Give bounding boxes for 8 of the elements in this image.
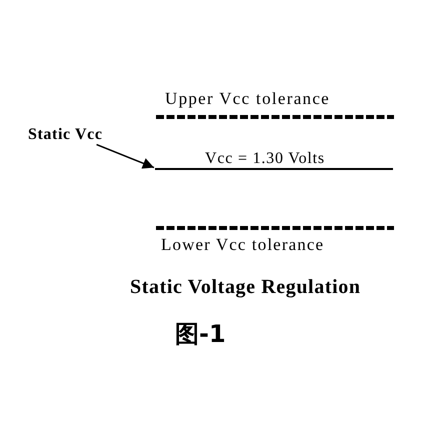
tolerance-label: Upper Vcc tolerance — [165, 90, 330, 109]
figure-number: 图-1 — [175, 321, 226, 348]
leader-arrow — [96, 144, 154, 169]
callout-label: Static Vcc — [28, 126, 103, 144]
voltage-label: Vcc = 1.30 Volts — [205, 150, 325, 168]
tolerance-label: Lower Vcc tolerance — [161, 236, 324, 255]
title: Static Voltage Regulation — [130, 276, 361, 298]
nominal-voltage-line — [155, 150, 393, 170]
